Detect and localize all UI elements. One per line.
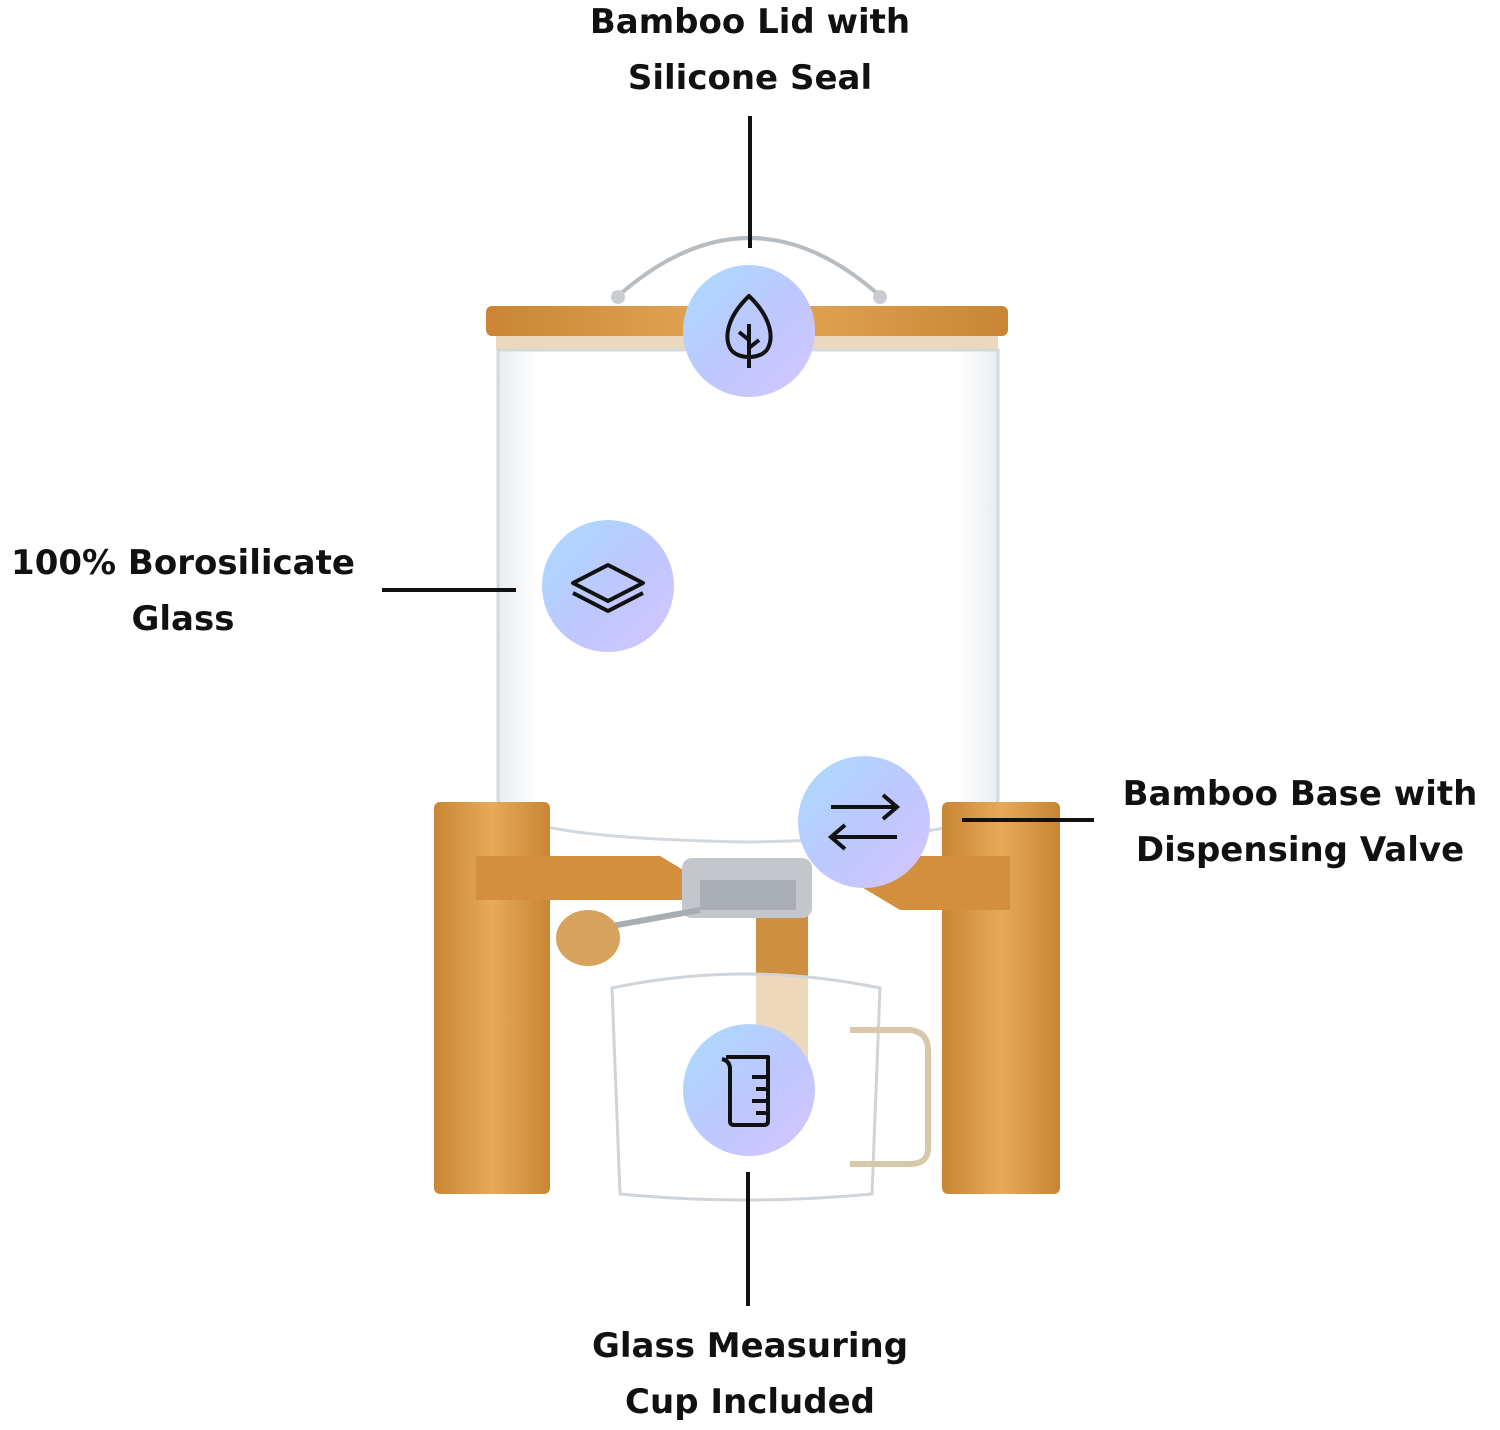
glass-label-line2: Glass: [131, 599, 235, 639]
glass-badge: [542, 520, 674, 652]
cup-label-line1: Glass Measuring: [591, 1326, 909, 1366]
layers-icon: [571, 563, 645, 613]
lid-label-line1: Bamboo Lid with: [589, 2, 911, 42]
measuring-beaker-icon: [721, 1055, 770, 1127]
lid-label: Bamboo Lid with Silicone Seal: [500, 0, 1000, 106]
leaf-icon: [725, 294, 773, 368]
cup-leader-line: [746, 1172, 750, 1306]
lid-badge: [683, 265, 815, 397]
base-label: Bamboo Base with Dispensing Valve: [1100, 766, 1500, 878]
glass-label-line1: 100% Borosilicate: [11, 543, 355, 583]
base-badge: [798, 756, 930, 888]
cup-label: Glass Measuring Cup Included: [500, 1318, 1000, 1430]
cup-handle: [850, 1027, 931, 1167]
glass-leader-line: [382, 588, 516, 592]
valve-knob: [556, 910, 620, 966]
glass-label: 100% Borosilicate Glass: [0, 535, 366, 647]
lid-label-line2: Silicone Seal: [627, 58, 873, 98]
cup-label-line2: Cup Included: [625, 1382, 875, 1422]
lid-leader-line: [748, 116, 752, 248]
base-leader-line: [962, 818, 1094, 822]
swap-arrows-icon: [827, 793, 901, 851]
base-label-line1: Bamboo Base with: [1122, 774, 1478, 814]
base-label-line2: Dispensing Valve: [1135, 830, 1465, 870]
cup-badge: [683, 1024, 815, 1156]
